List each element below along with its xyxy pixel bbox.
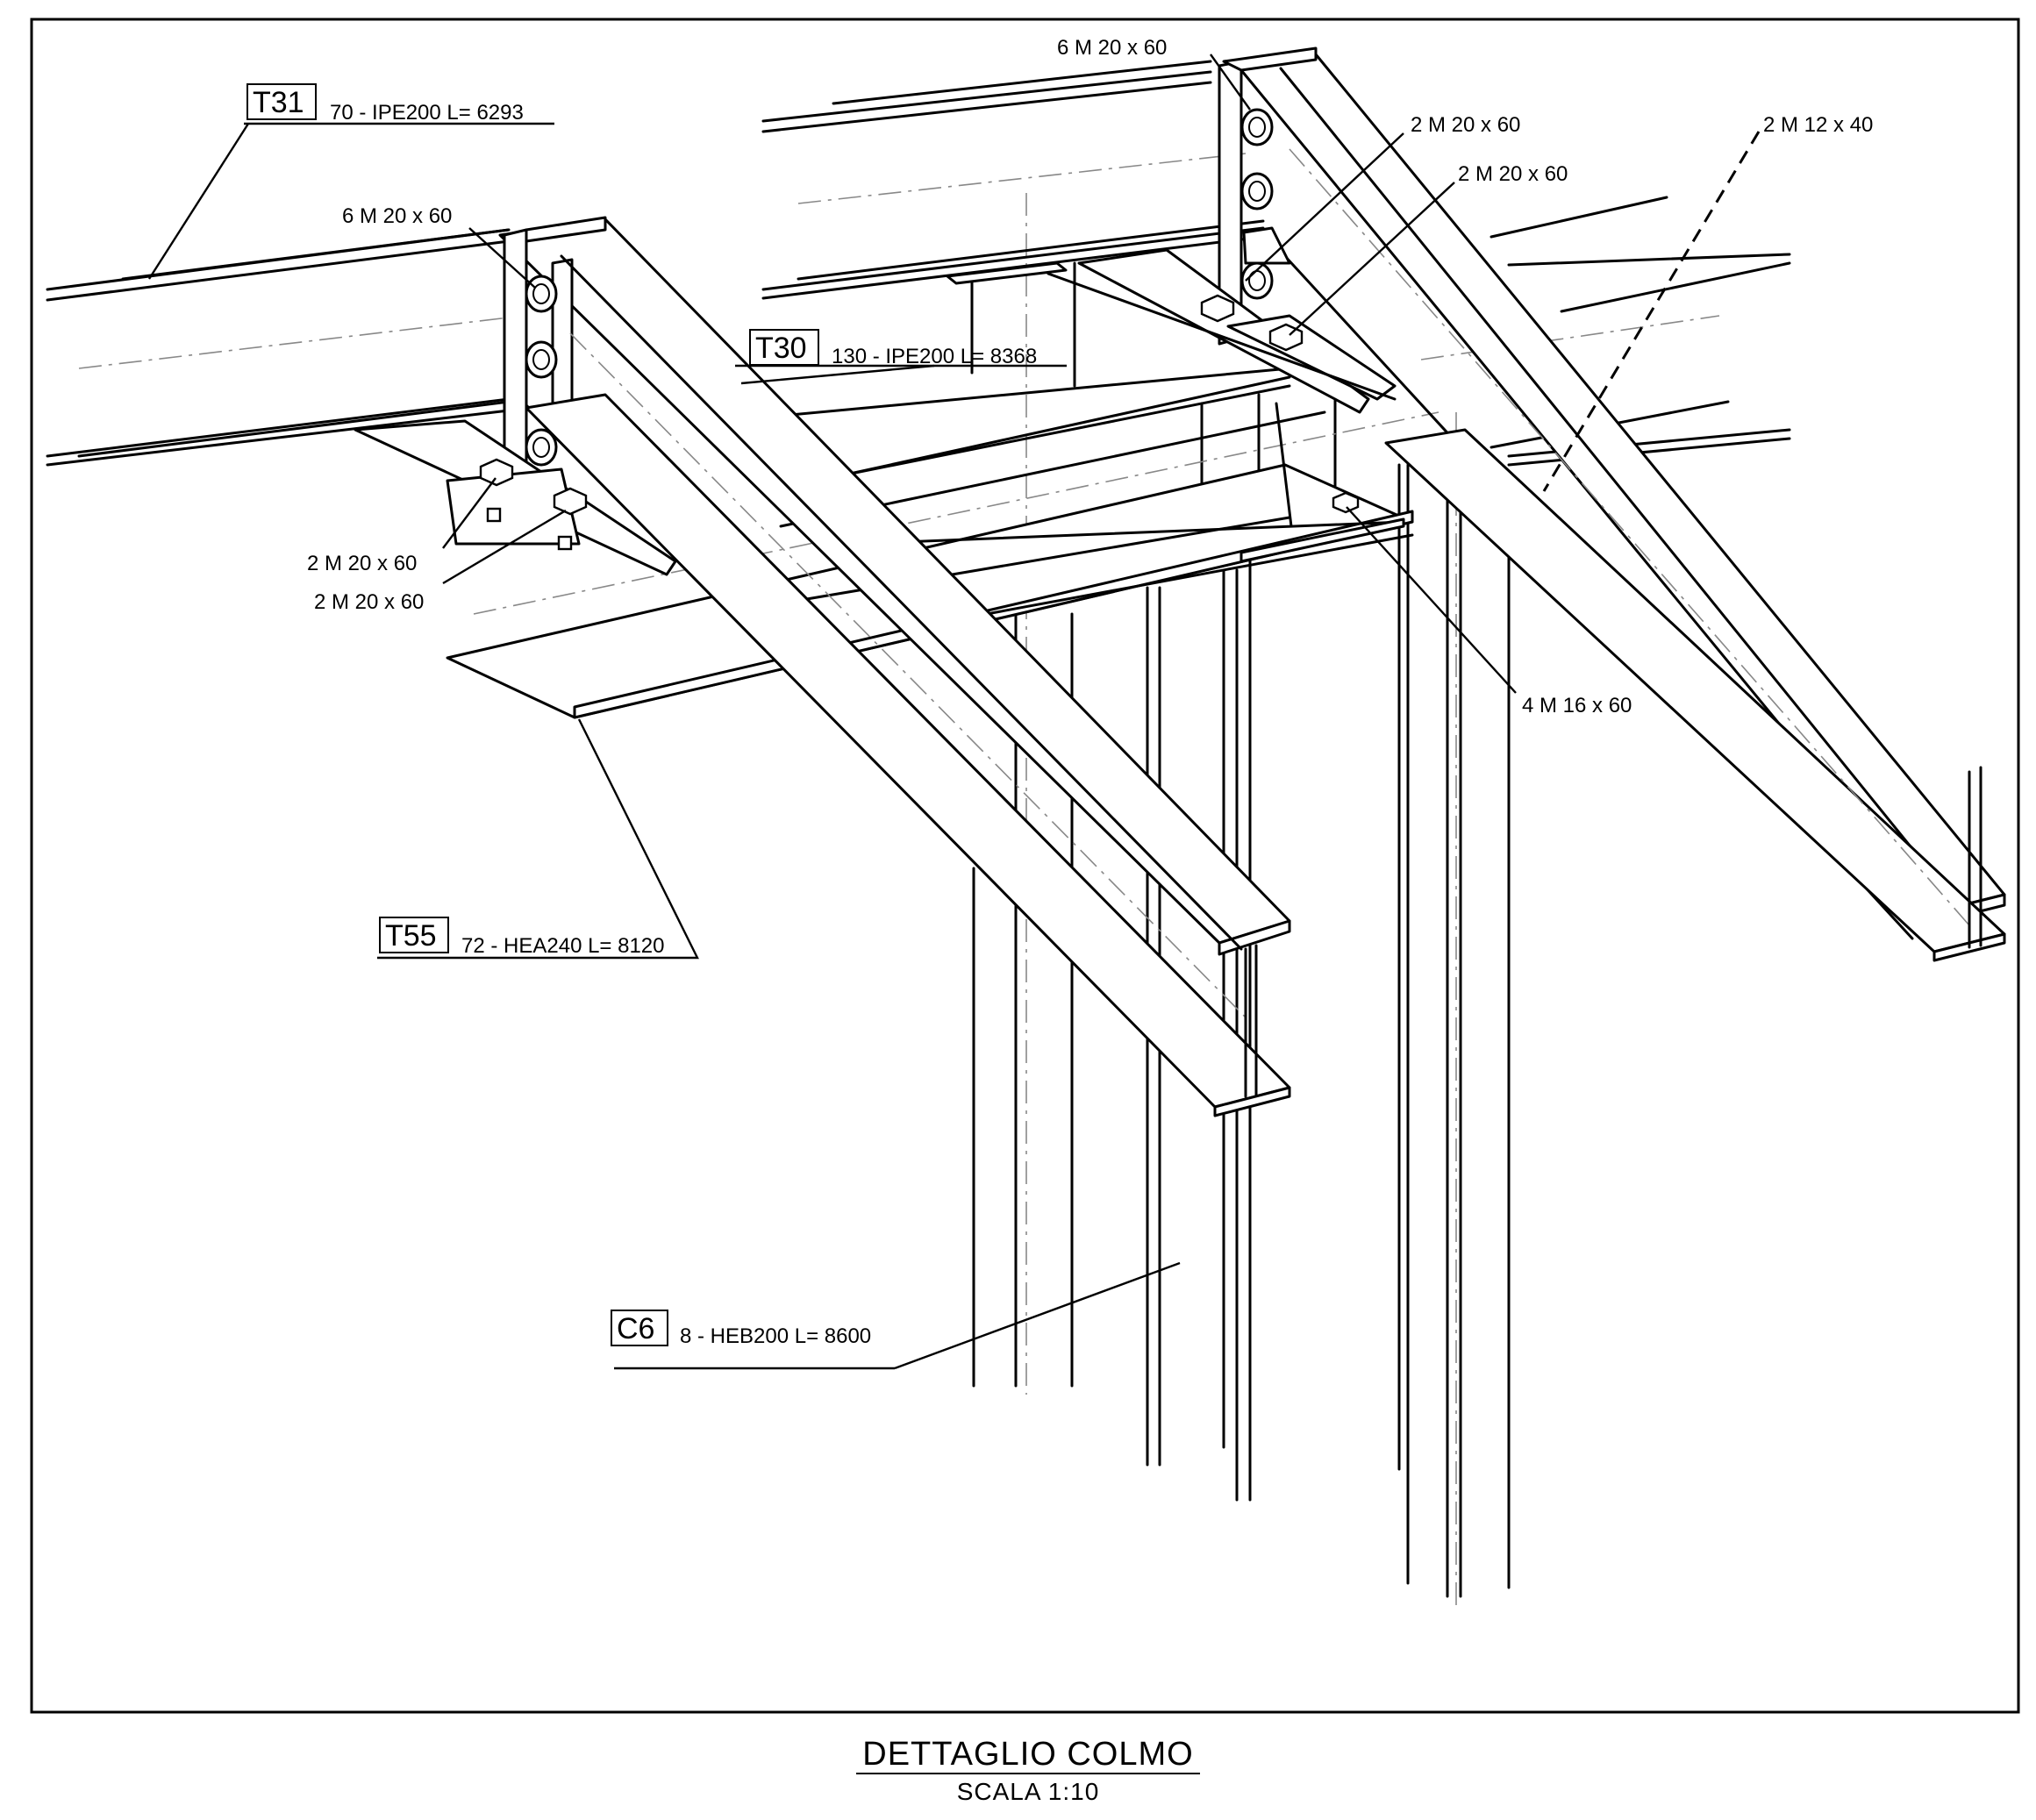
tag-t55: T55 72 - HEA240 L= 8120 bbox=[379, 917, 665, 958]
rafter-left bbox=[498, 218, 1291, 1117]
drawing-scale: SCALA 1:10 bbox=[957, 1778, 1100, 1805]
drawing-frame bbox=[30, 18, 2020, 1714]
column-c6-right bbox=[970, 261, 1511, 1605]
bolt-callout-right-2: 2 M 20 x 60 bbox=[1458, 162, 1568, 186]
tag-t55-label: T55 bbox=[385, 919, 437, 953]
bolt-callout-right-1: 2 M 20 x 60 bbox=[1411, 113, 1520, 137]
tag-t55-box bbox=[379, 917, 449, 953]
tag-t31-box bbox=[246, 83, 317, 120]
tag-c6-label: C6 bbox=[617, 1312, 654, 1345]
bolt-callout-left-top: 6 M 20 x 60 bbox=[342, 204, 452, 228]
endplate-left bbox=[354, 216, 677, 576]
drawing-title: DETTAGLIO COLMO bbox=[862, 1736, 1193, 1773]
bolt-callout-left-1: 2 M 20 x 60 bbox=[307, 552, 417, 575]
bolt-callout-right-top: 6 M 20 x 60 bbox=[1057, 36, 1167, 60]
rafter-right bbox=[1239, 53, 2006, 962]
tag-c6-box bbox=[611, 1310, 668, 1346]
purlin-t31-mid bbox=[761, 60, 1265, 300]
tag-t30-box bbox=[749, 329, 819, 366]
tag-c6: C6 8 - HEB200 L= 8600 bbox=[611, 1310, 871, 1348]
bolts-right-endplate bbox=[1200, 108, 1360, 514]
tag-t30: T30 130 - IPE200 L= 8368 bbox=[749, 329, 1037, 368]
tag-c6-spec: 8 - HEB200 L= 8600 bbox=[680, 1324, 871, 1348]
tag-t30-label: T30 bbox=[755, 332, 807, 365]
tag-t31-label: T31 bbox=[253, 86, 304, 119]
bolt-callout-right-purlin: 2 M 12 x 40 bbox=[1763, 113, 1873, 137]
bolt-callout-left-2: 2 M 20 x 60 bbox=[314, 590, 424, 614]
leaders bbox=[147, 54, 1761, 1370]
purlin-t30 bbox=[770, 367, 1414, 616]
bolts-left-endplate bbox=[479, 275, 588, 551]
bolt-callout-column: 4 M 16 x 60 bbox=[1522, 694, 1632, 717]
tag-t55-spec: 72 - HEA240 L= 8120 bbox=[461, 934, 665, 958]
tag-t31: T31 70 - IPE200 L= 6293 bbox=[246, 83, 524, 125]
endplate-right bbox=[1047, 46, 1397, 414]
tag-t31-spec: 70 - IPE200 L= 6293 bbox=[330, 101, 524, 125]
tag-t30-spec: 130 - IPE200 L= 8368 bbox=[832, 345, 1037, 368]
purlin-t31-left bbox=[46, 228, 511, 467]
